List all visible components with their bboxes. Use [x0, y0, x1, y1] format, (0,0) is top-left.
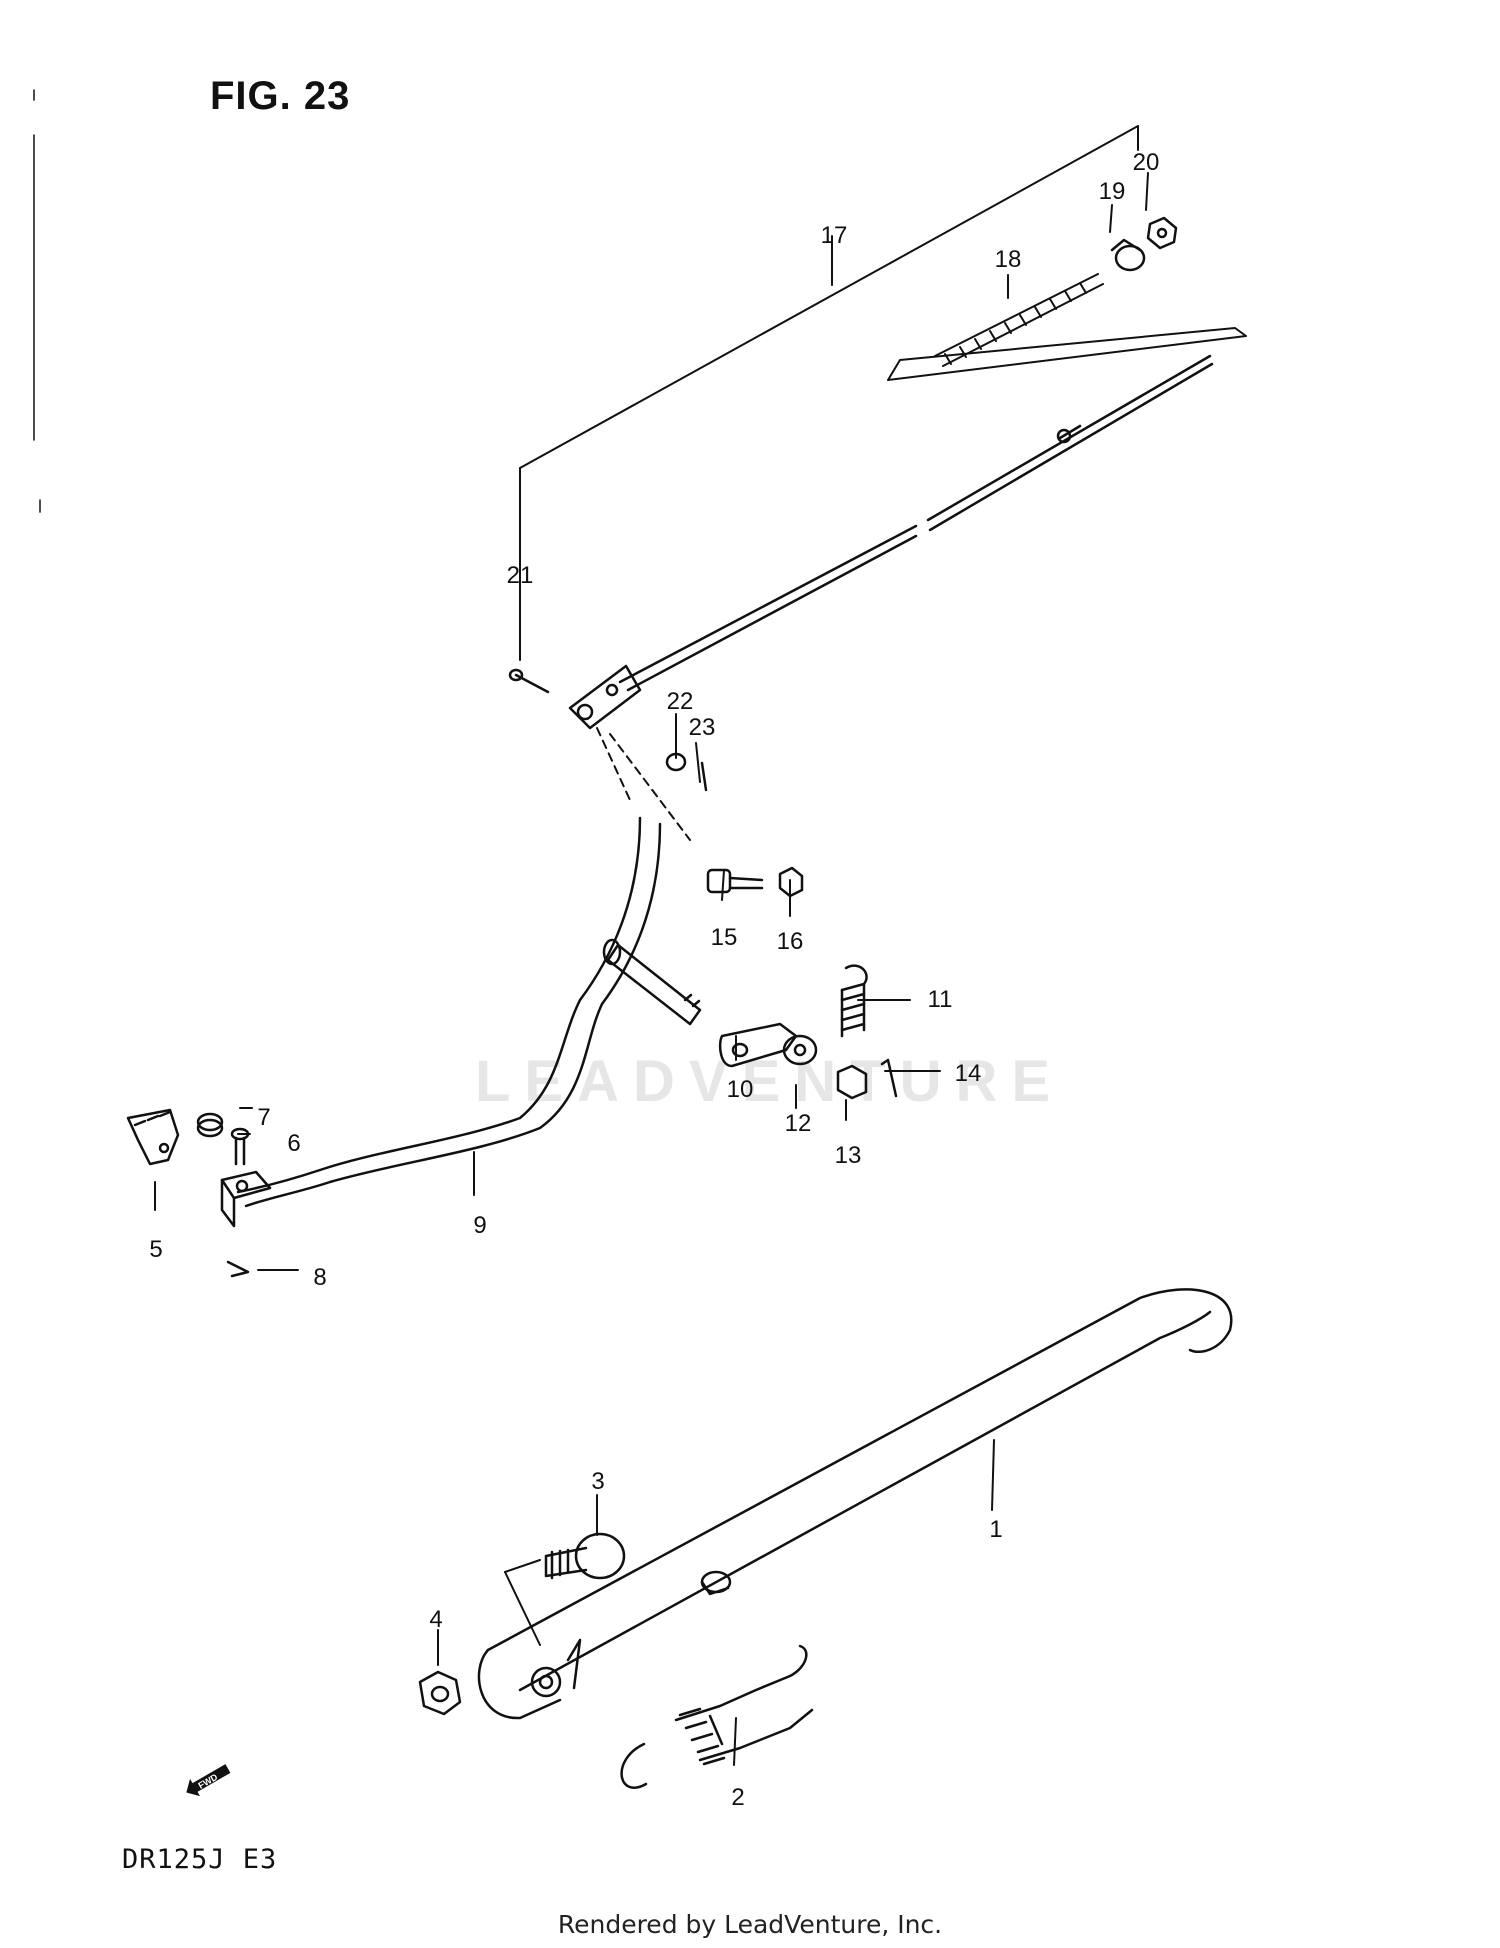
callout-8: 8 [313, 1264, 327, 1291]
lock-nut-16 [778, 866, 804, 898]
callout-2: 2 [731, 1784, 745, 1811]
callout-13: 13 [834, 1142, 862, 1169]
stopper-plate-10 [718, 1022, 798, 1068]
stopper-bolt-15 [706, 868, 764, 894]
margin-marks [33, 89, 41, 513]
watermark: LEADVENTURE [475, 1049, 1065, 1114]
figure-title: FIG. 23 [210, 74, 351, 118]
callout-1: 1 [989, 1516, 1003, 1543]
callout-21: 21 [506, 562, 534, 589]
callout-16: 16 [776, 928, 804, 955]
callout-17: 17 [820, 222, 848, 249]
callout-7: 7 [257, 1104, 271, 1131]
callout-6: 6 [287, 1130, 301, 1157]
tip-spring-7 [196, 1112, 224, 1138]
fwd-arrow-icon: FWD [186, 1764, 231, 1797]
callout-11: 11 [927, 986, 953, 1013]
adjust-nut-20 [1146, 216, 1178, 250]
joint-pin-21 [508, 668, 550, 694]
callout-4: 4 [429, 1606, 443, 1633]
rod-spring-18 [887, 273, 1247, 381]
stand-spring-2 [620, 1644, 814, 1789]
nut-13 [836, 1064, 868, 1100]
side-stand-1 [477, 1288, 1233, 1720]
return-spring-11 [840, 964, 868, 1038]
callout-14: 14 [954, 1060, 982, 1087]
pedal-tip-5 [126, 1108, 180, 1166]
callout-5: 5 [149, 1236, 163, 1263]
callout-20: 20 [1132, 149, 1160, 176]
callout-12: 12 [784, 1110, 812, 1137]
pedal-tip-block [220, 1170, 272, 1228]
rod-joint-19 [1110, 238, 1146, 272]
stand-stud [700, 1570, 732, 1596]
pivot-bolt-3 [544, 1532, 626, 1580]
brake-rod [618, 354, 1214, 692]
washer-12 [782, 1034, 818, 1066]
cotter-pin-8 [226, 1260, 250, 1278]
callout-9: 9 [473, 1212, 487, 1239]
leader-lines [154, 172, 1149, 1766]
assembly-17-bracket [519, 125, 1139, 661]
callout-3: 3 [591, 1468, 605, 1495]
callout-19: 19 [1098, 178, 1126, 205]
tip-pin-6 [230, 1127, 250, 1166]
brake-pedal-arm [236, 816, 662, 1208]
callout-22: 22 [666, 688, 694, 715]
fwd-label: FWD [196, 1772, 219, 1791]
model-code: DR125J E3 [122, 1844, 278, 1875]
render-credit: Rendered by LeadVenture, Inc. [557, 1910, 943, 1939]
rod-clevis [568, 664, 642, 730]
callout-23: 23 [688, 714, 716, 741]
callout-15: 15 [710, 924, 738, 951]
washer-22-cotter-23 [665, 752, 708, 792]
callout-18: 18 [994, 246, 1022, 273]
pivot-nut-4 [418, 1670, 462, 1716]
cotter-pin-14 [880, 1058, 898, 1098]
callout-10: 10 [726, 1076, 754, 1103]
pedal-pivot-shaft [602, 938, 702, 1026]
